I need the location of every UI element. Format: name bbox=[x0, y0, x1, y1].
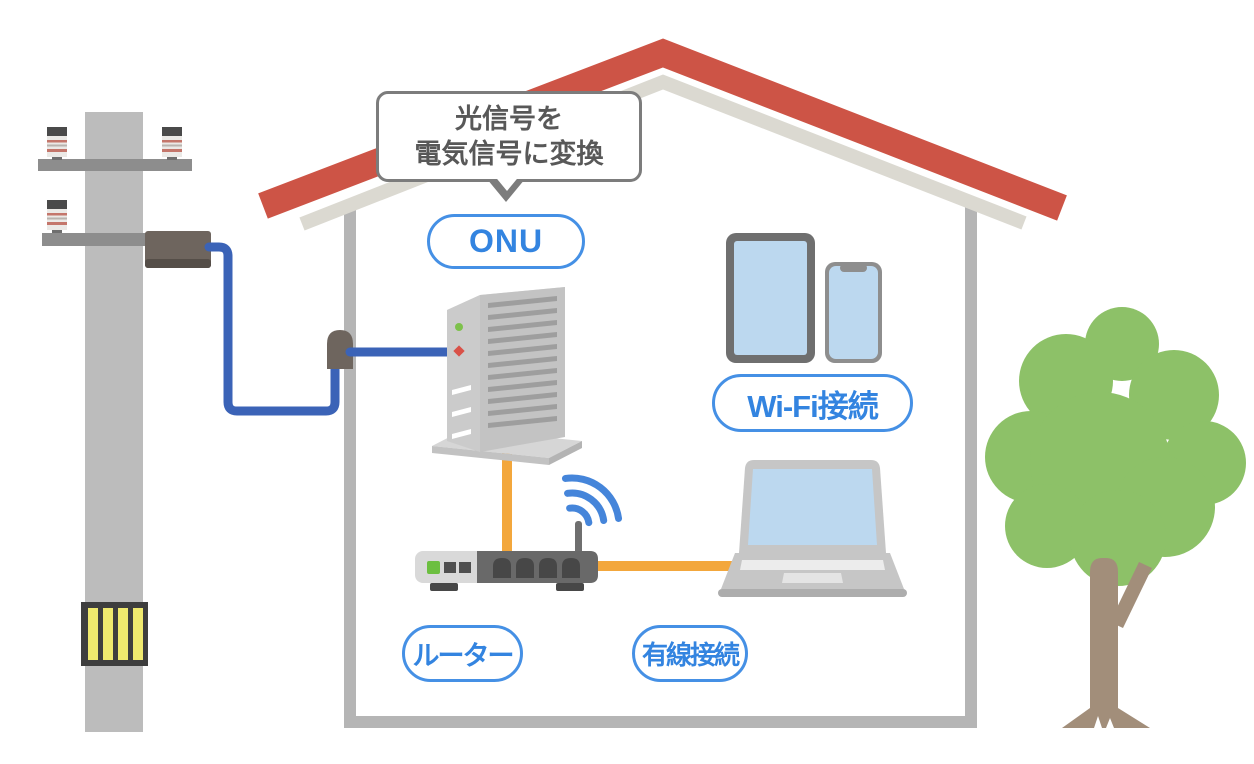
insulator-icon bbox=[162, 127, 182, 160]
onu-front-face bbox=[447, 295, 480, 452]
wall-bottom bbox=[344, 716, 977, 728]
label-wired-text: 有線接続 bbox=[641, 640, 740, 670]
label-router: ルーター bbox=[402, 625, 523, 682]
tree-trunk bbox=[1062, 558, 1152, 728]
router-ports bbox=[493, 558, 580, 578]
phone-screen bbox=[829, 266, 878, 359]
onu-base-edge bbox=[432, 446, 549, 465]
onu-device bbox=[432, 287, 582, 465]
tree-root-notches bbox=[1094, 716, 1114, 728]
fiber-drop-cable bbox=[204, 242, 340, 416]
tree-foliage bbox=[985, 307, 1246, 586]
router-foot bbox=[430, 583, 458, 591]
wall-right bbox=[965, 206, 977, 728]
bubble-line2: 電気信号に変換 bbox=[414, 138, 604, 169]
tablet bbox=[726, 233, 815, 363]
laptop bbox=[718, 460, 907, 597]
wifi-waves-icon bbox=[561, 474, 623, 527]
red-led-icon bbox=[453, 345, 465, 357]
label-onu-text: ONU bbox=[468, 223, 544, 259]
smartphone bbox=[825, 262, 882, 363]
laptop-keyboard bbox=[740, 560, 885, 570]
label-wired-connection: 有線接続 bbox=[632, 625, 748, 682]
bubble-line1: 光信号を bbox=[455, 103, 563, 134]
phone-notch bbox=[840, 264, 867, 272]
utility-pole bbox=[38, 112, 211, 732]
router-device bbox=[415, 474, 623, 591]
onu-vent-grille bbox=[488, 296, 557, 428]
router-indicator bbox=[444, 562, 456, 573]
label-wifi-connection: Wi-Fi接続 bbox=[712, 374, 913, 432]
wall-left bbox=[344, 200, 356, 728]
laptop-base bbox=[721, 553, 904, 589]
onu-description-bubble: 光信号を 電気信号に変換 bbox=[376, 91, 642, 202]
pole-warning-band-icon bbox=[81, 602, 148, 666]
crossarm-top bbox=[38, 159, 192, 171]
laptop-screen bbox=[748, 469, 877, 545]
tablet-screen bbox=[734, 241, 807, 355]
fiber-closure-box bbox=[145, 231, 211, 268]
router-power-led-icon bbox=[427, 561, 440, 574]
wall-entry-connector bbox=[327, 330, 353, 369]
insulator-icon bbox=[47, 127, 67, 160]
router-foot bbox=[556, 583, 584, 591]
laptop-base-edge bbox=[718, 589, 907, 597]
onu-port-labels bbox=[452, 385, 471, 439]
router-antenna-icon bbox=[575, 521, 582, 555]
tree bbox=[985, 307, 1246, 728]
router-indicator bbox=[459, 562, 471, 573]
label-onu: ONU bbox=[427, 214, 585, 269]
green-led-icon bbox=[455, 323, 463, 331]
label-router-text: ルーター bbox=[412, 641, 515, 671]
label-wifi-text: Wi-Fi接続 bbox=[747, 388, 878, 424]
insulator-icon bbox=[47, 200, 67, 233]
onu-base-edge bbox=[549, 441, 582, 465]
laptop-touchpad bbox=[782, 573, 843, 583]
